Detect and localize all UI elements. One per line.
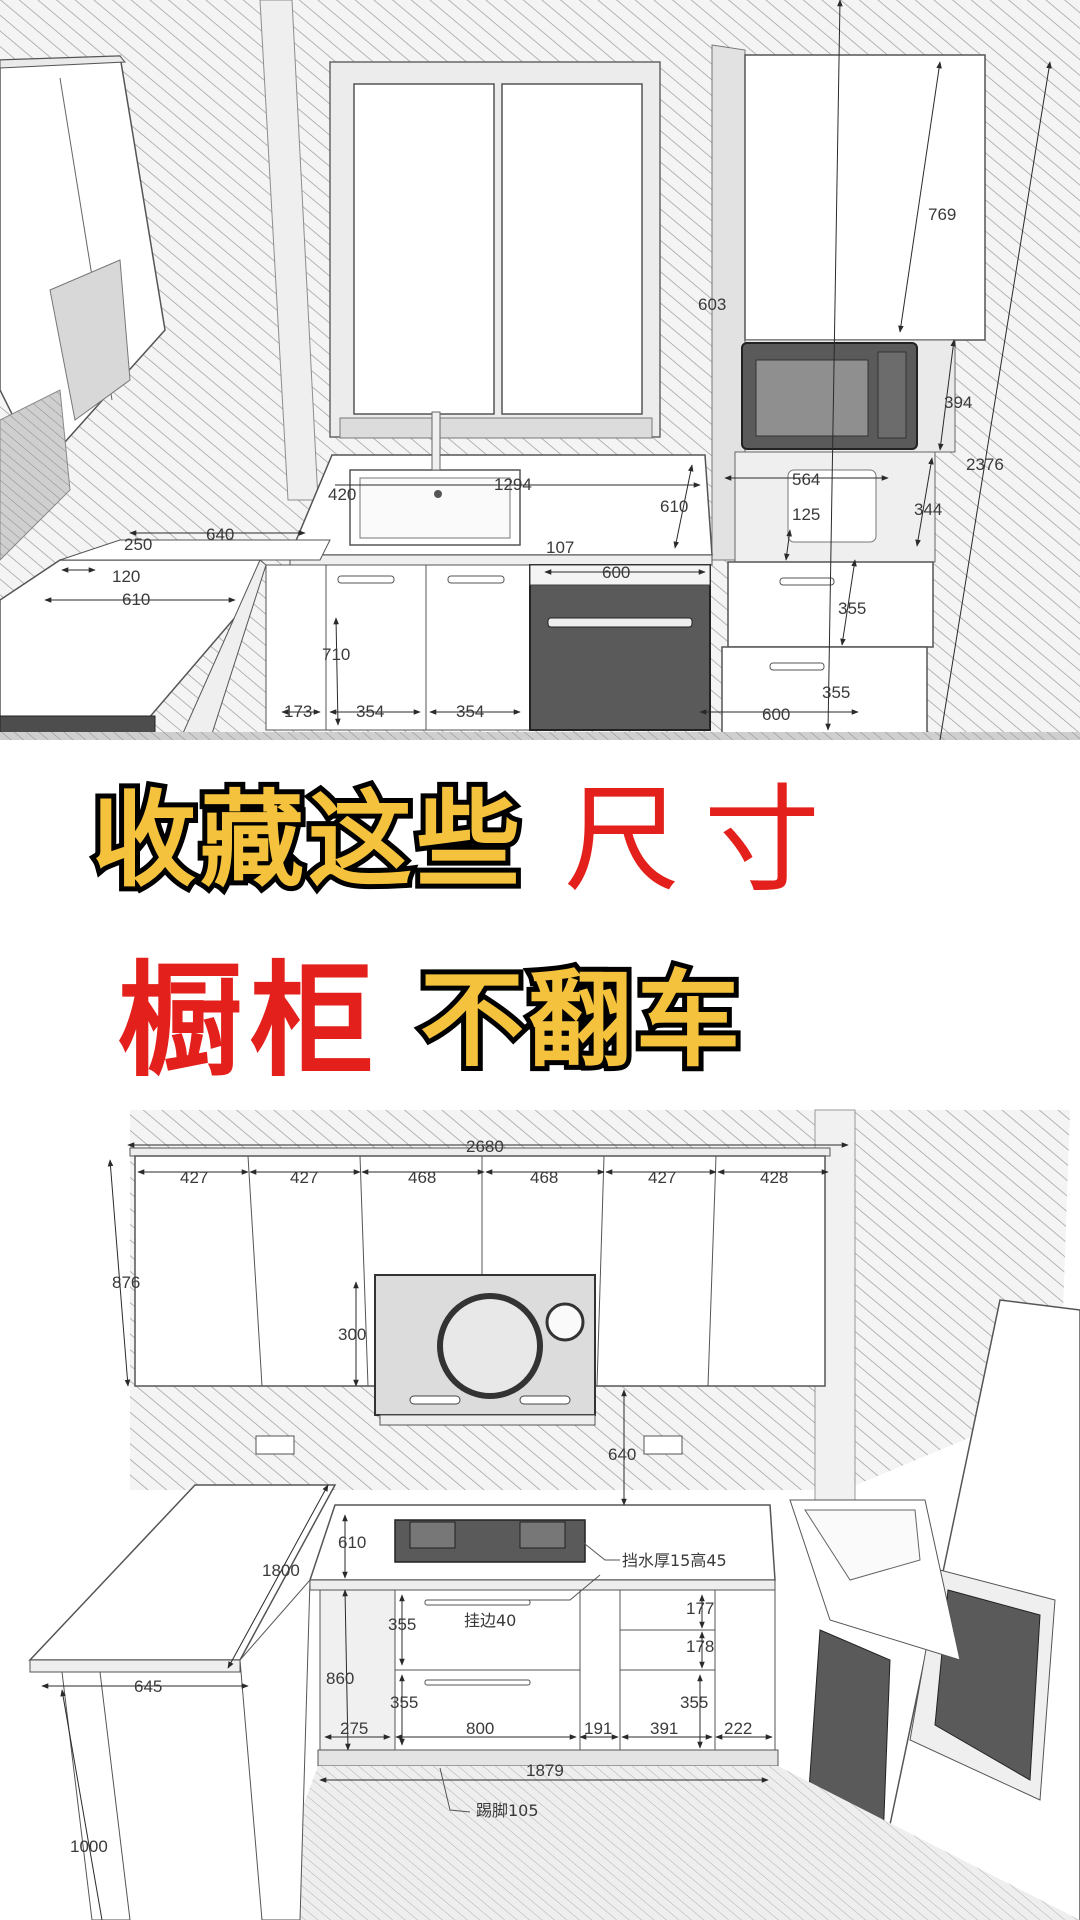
headline-banner: 收藏这些 尺寸 橱柜 不翻车 <box>0 740 1080 1100</box>
dim-wall-door-4: 468 <box>530 1168 558 1187</box>
base-cabinets <box>317 1589 779 1767</box>
dim-drawer-1: 355 <box>838 599 866 618</box>
headline-collect-these: 收藏这些 <box>87 774 525 906</box>
dim-wall-door-5: 427 <box>648 1168 676 1187</box>
headline-no-fail: 不翻车 <box>415 954 745 1086</box>
dim-island-width: 645 <box>134 1677 162 1696</box>
dim-filler-width: 173 <box>284 702 312 721</box>
dim-base-width-4: 391 <box>650 1719 678 1738</box>
note-toe-kick: 踢脚105 <box>476 1801 539 1820</box>
dim-hood-to-counter: 640 <box>608 1445 636 1464</box>
microwave <box>741 342 918 450</box>
main-countertop <box>308 1504 776 1591</box>
dim-column-depth: 250 <box>124 535 152 554</box>
dim-wall-door-2: 427 <box>290 1168 318 1187</box>
dim-column-width: 120 <box>112 567 140 586</box>
dim-base-width-3: 191 <box>584 1719 612 1738</box>
dim-right-drawer-1: 177 <box>686 1599 714 1618</box>
dim-upper-door-height: 769 <box>928 205 956 224</box>
dim-wall-door-3: 468 <box>408 1168 436 1187</box>
dim-left-drawer-1: 355 <box>388 1615 416 1634</box>
headline-cabinets: 橱柜 <box>118 950 383 1094</box>
dim-right-drawer-2: 178 <box>686 1637 714 1656</box>
left-wall-cabinets <box>0 55 166 472</box>
dim-drawer-2: 355 <box>822 683 850 702</box>
sink-countertop <box>288 411 713 566</box>
dim-open-shelf-width: 564 <box>792 470 820 489</box>
dim-base-width-1: 275 <box>340 1719 368 1738</box>
dim-wall-door-1: 427 <box>180 1168 208 1187</box>
dim-right-drawer-3: 355 <box>680 1693 708 1712</box>
dim-base-height: 710 <box>322 645 350 664</box>
dim-counter-length: 1294 <box>494 475 532 494</box>
range-hood <box>374 1274 596 1426</box>
dim-base-height: 860 <box>326 1669 354 1688</box>
right-tall-unit <box>869 1299 1080 1920</box>
note-backsplash: 挡水厚15高45 <box>622 1551 727 1570</box>
dim-side-depth: 603 <box>698 295 726 314</box>
dim-left-counter-depth: 610 <box>122 590 150 609</box>
dim-door-2-width: 354 <box>456 702 484 721</box>
headline-dimensions: 尺寸 <box>564 773 845 908</box>
dim-oven-width: 600 <box>602 563 630 582</box>
dim-base-width-2: 800 <box>466 1719 494 1738</box>
top-kitchen-drawing: 769 603 394 2376 344 564 125 355 355 600… <box>0 0 1080 740</box>
dim-total-height: 2376 <box>966 455 1004 474</box>
dim-wall-total-width: 2680 <box>466 1137 504 1156</box>
gas-cooktop <box>394 1519 586 1563</box>
dim-counter-depth: 610 <box>338 1533 366 1552</box>
dim-island-length: 1800 <box>262 1561 300 1580</box>
window <box>329 61 661 439</box>
dim-oven-gap: 107 <box>546 538 574 557</box>
dim-sink-offset: 420 <box>328 485 356 504</box>
built-in-oven <box>529 564 711 731</box>
dim-drawer-gap: 125 <box>792 505 820 524</box>
dim-microwave-niche: 394 <box>944 393 972 412</box>
floor <box>260 1766 1080 1920</box>
dim-tall-base-width: 600 <box>762 705 790 724</box>
dim-open-shelf-height: 344 <box>914 500 942 519</box>
dim-hood-gap-height: 300 <box>338 1325 366 1344</box>
dim-base-total-width: 1879 <box>526 1761 564 1780</box>
outlet-left <box>255 1435 295 1455</box>
dim-door-1-width: 354 <box>356 702 384 721</box>
dim-island-height: 1000 <box>70 1837 108 1856</box>
note-edge: 挂边40 <box>464 1611 516 1630</box>
sink-base-cabinets <box>265 564 531 731</box>
dim-counter-depth: 610 <box>660 497 688 516</box>
dim-left-drawer-2: 355 <box>390 1693 418 1712</box>
outlet-right <box>643 1435 683 1455</box>
dim-wall-cabinet-height: 876 <box>112 1273 140 1292</box>
dim-wall-door-6: 428 <box>760 1168 788 1187</box>
dim-return-length: 640 <box>206 525 234 544</box>
sink <box>349 411 521 546</box>
dim-base-width-5: 222 <box>724 1719 752 1738</box>
bottom-kitchen-drawing: 2680 427 427 468 468 427 428 876 300 640… <box>0 1100 1080 1920</box>
